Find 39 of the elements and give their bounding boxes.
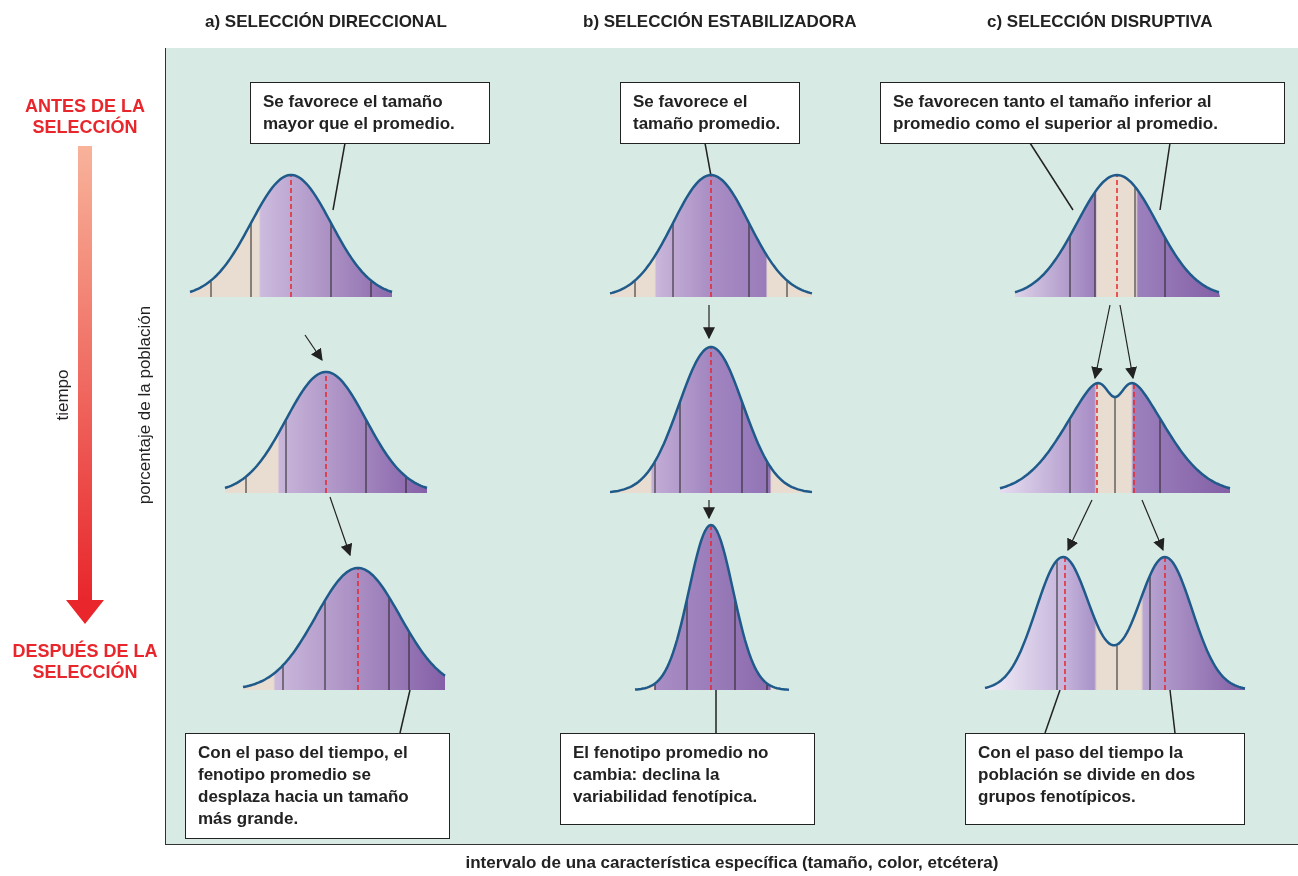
leader-line [1029, 142, 1074, 211]
distribution-curve-drawing [1000, 383, 1230, 493]
time-end-label: DESPUÉS DE LA SELECCIÓN [11, 641, 159, 683]
arrow [329, 496, 353, 557]
leader-line [1044, 689, 1061, 734]
column-heading: b) SELECCIÓN ESTABILIZADORA [583, 12, 857, 32]
column-heading: a) SELECCIÓN DIRECCIONAL [205, 12, 447, 32]
arrow [1119, 304, 1137, 380]
distribution-curve-drawing [985, 557, 1245, 690]
distribution-curve-drawing [610, 175, 812, 297]
leader-line [332, 142, 346, 211]
callout-box: Se favorece el tamaño promedio. [620, 82, 800, 145]
callout-box: El fenotipo promedio no cambia: declina la variabilidad fenotípica. [560, 733, 815, 825]
callout-box: Con el paso del tiempo la población se divide en dos grupos fenotípicos. [965, 733, 1245, 825]
leader-line [1159, 142, 1171, 211]
distribution-curve-drawing [225, 372, 427, 493]
column-heading: c) SELECCIÓN DISRUPTIVA [987, 12, 1213, 32]
leader-line [1169, 689, 1176, 734]
distribution-curve-drawing [635, 525, 790, 690]
arrow [1141, 499, 1165, 552]
leader-line [704, 142, 712, 177]
time-start-label: ANTES DE LA SELECCIÓN [24, 96, 146, 138]
leader-line [399, 689, 411, 734]
distribution-curve-drawing [190, 175, 392, 297]
axis-label: porcentaje de la población [135, 305, 156, 505]
arrow [1091, 304, 1111, 380]
arrow [703, 304, 715, 340]
axis-label: intervalo de una característica específica (tamaño, color, etcétera) [465, 853, 999, 873]
arrow [1067, 499, 1093, 552]
arrow [304, 334, 323, 361]
distribution-curve-drawing [243, 568, 445, 690]
leader-line [715, 689, 717, 734]
callout-box: Se favorecen tanto el tamaño inferior al promedio como el superior al promedio. [880, 82, 1285, 145]
arrow [703, 499, 715, 520]
callout-box: Con el paso del tiempo, el fenotipo promedio se desplaza hacia un tamaño más grande. [185, 733, 450, 840]
distribution-curve-drawing [1015, 175, 1220, 297]
axis-label: tiempo [52, 369, 72, 421]
callout-box: Se favorece el tamaño mayor que el promedio. [250, 82, 490, 145]
distribution-curve-drawing [610, 347, 812, 493]
